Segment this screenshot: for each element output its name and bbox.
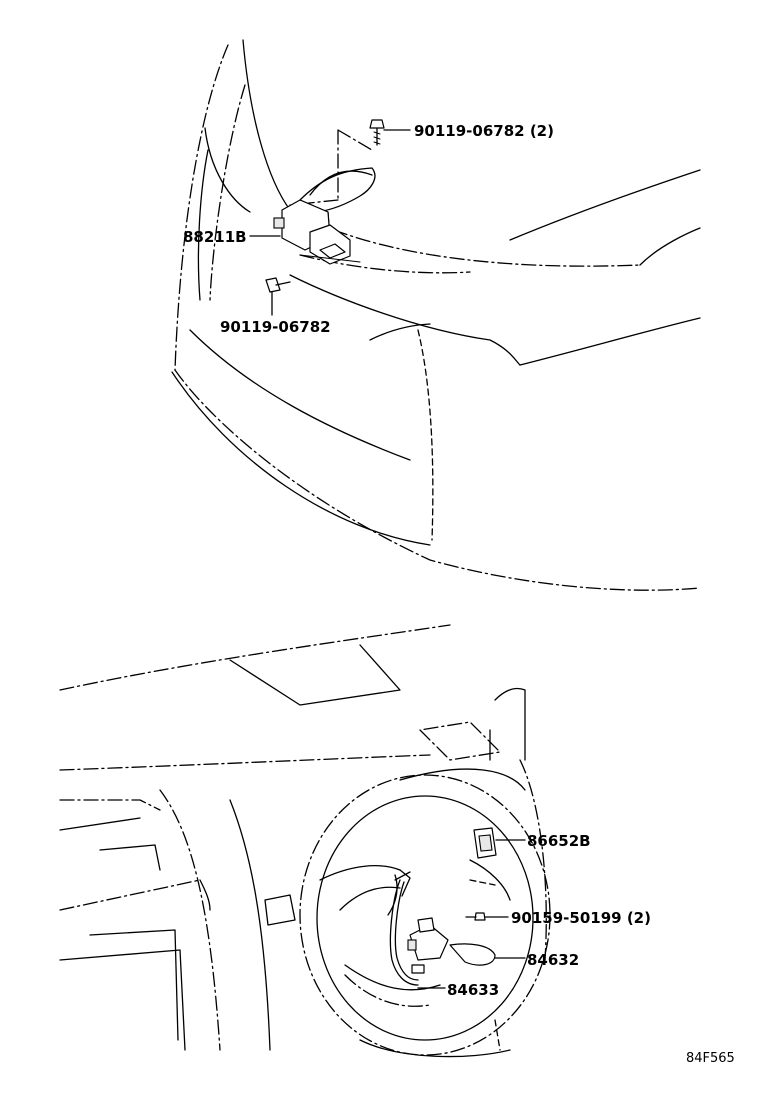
label-bolt-top: 90119-06782 (2): [414, 122, 554, 140]
label-sensor: 88211B: [183, 228, 247, 246]
diagram-code: 84F565: [686, 1051, 735, 1066]
switch-right-icon: [473, 827, 497, 859]
label-bolt-bottom: 90119-06782: [220, 318, 331, 336]
label-wire-assy: 84633: [447, 981, 499, 999]
wire-assy-icon: [389, 871, 425, 986]
screw-icon: [465, 912, 486, 921]
label-switch-assy: 84632: [527, 951, 579, 969]
sensor-assembly: [273, 129, 376, 265]
switch-assy-icon: [407, 917, 496, 966]
label-screw: 90159-50199 (2): [511, 909, 651, 927]
label-switch-right: 86652B: [527, 832, 591, 850]
bolt-top-icon: [369, 119, 385, 146]
bolt-bottom-icon: [265, 277, 291, 293]
dashboard-outline: [59, 624, 547, 1058]
